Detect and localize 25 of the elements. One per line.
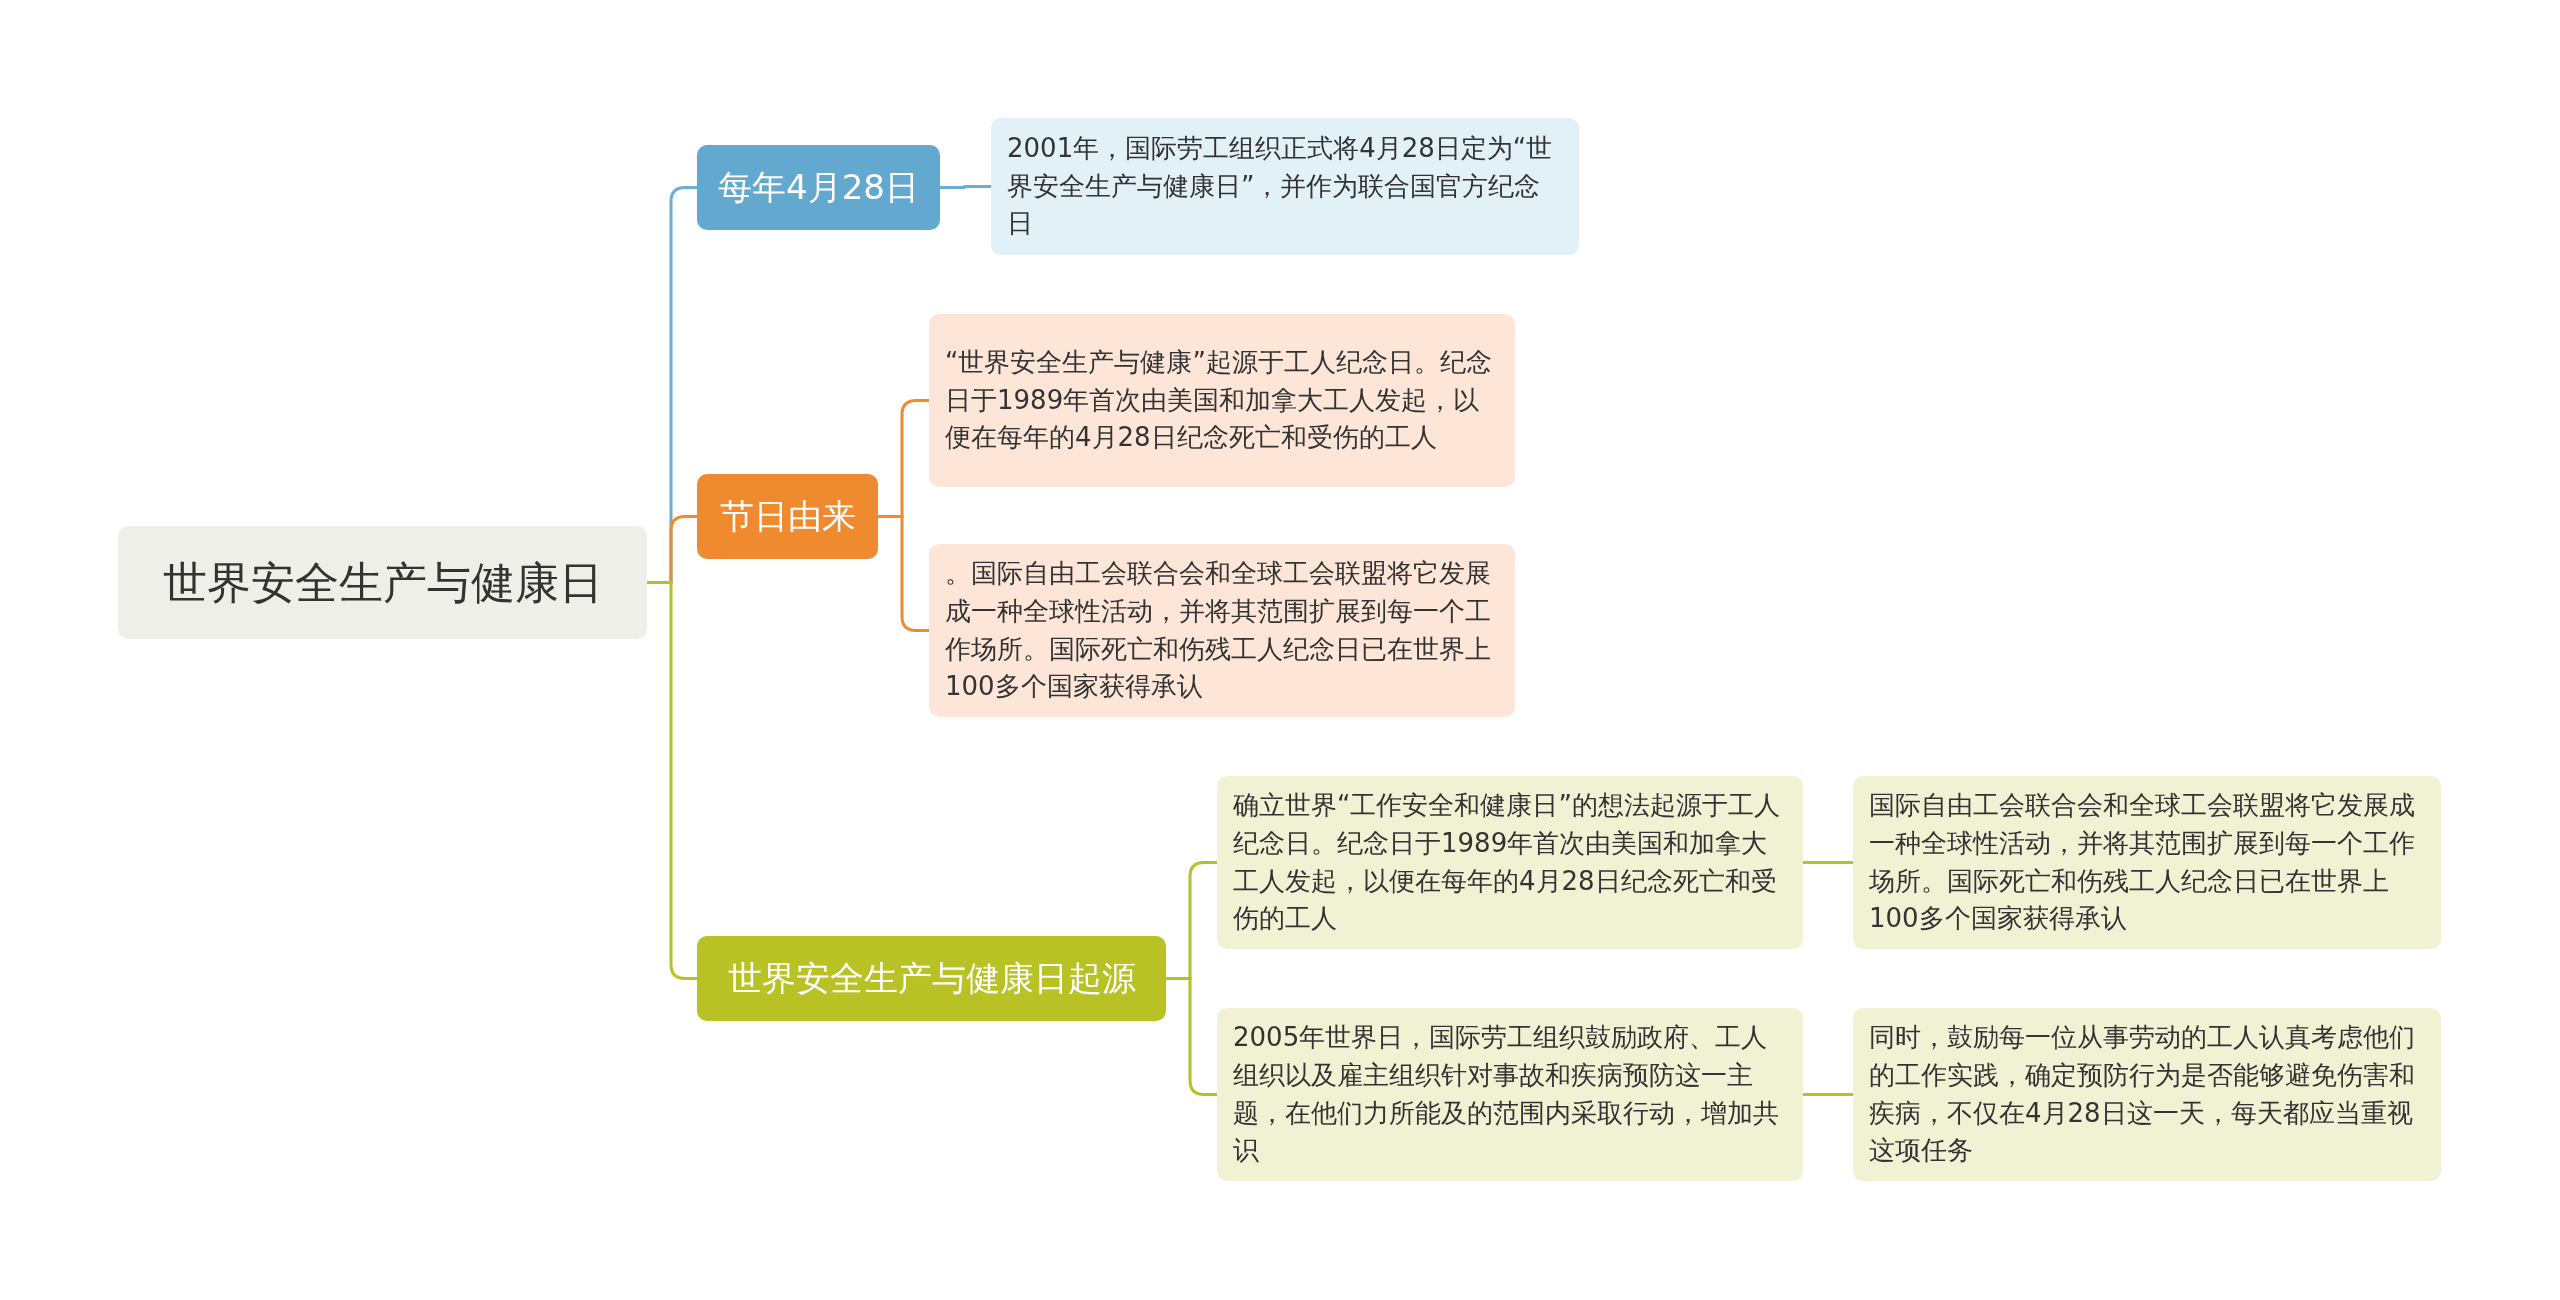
note-box [1217, 776, 1803, 949]
topic-text: 同时，鼓励每一位从事劳动的工人认真考虑他们的工作实践，确定预防行为是否能够避免伤害和疾病，不仅在4月28日这一天，每天都应当重视这项任务 [1869, 1021, 2416, 1168]
topic-text: 2005年世界日，国际劳工组织鼓励政府、工人组织以及雇主组织针对事故和疾病预防这一主题，在他们力所能及的范围内采取行动，增加共识 [1233, 1021, 1780, 1168]
topic-text: 节日由来 [719, 494, 856, 538]
root-topic-box [118, 526, 647, 639]
topic-text: 世界安全生产与健康日起源 [727, 956, 1136, 1000]
note-box [991, 118, 1579, 255]
branch-topic-box [697, 474, 878, 559]
note-box [1853, 1008, 2441, 1181]
connector-line [940, 185, 991, 189]
topic-text: 2001年，国际劳工组织正式将4月28日定为“世界安全生产与健康日”，并作为联合国官方纪念日 [1007, 131, 1554, 241]
topic-text: 每年4月28日 [718, 165, 919, 209]
topic-text: 国际自由工会联合会和全球工会联盟将它发展成一种全球性活动，并将其范围扩展到每一个工作场所。国际死亡和伤残工人纪念日已在世界上100多个国家获得承认 [1869, 789, 2416, 936]
branch-topic-box [697, 936, 1166, 1021]
branch-topic-box [697, 145, 940, 230]
topic-text: 确立世界“工作安全和健康日”的想法起源于工人纪念日。纪念日于1989年首次由美国和加拿大工人发起，以便在每年的4月28日纪念死亡和受伤的工人 [1233, 789, 1781, 936]
note-box [929, 544, 1515, 717]
connector-line [1803, 1093, 1853, 1096]
topic-text: “世界安全生产与健康”起源于工人纪念日。纪念日于1989年首次由美国和加拿大工人发起，以便在每年的4月28日纪念死亡和受伤的工人 [945, 345, 1493, 455]
connector-line [1803, 861, 1853, 864]
topic-text: 。国际自由工会联合会和全球工会联盟将它发展成一种全球性活动，并将其范围扩展到每一个工作场所。国际死亡和伤残工人纪念日已在世界上100多个国家获得承认 [945, 557, 1492, 704]
note-box [1217, 1008, 1803, 1181]
note-box [1853, 776, 2441, 949]
topic-text: 世界安全生产与健康日 [162, 555, 603, 610]
note-box [929, 314, 1515, 487]
